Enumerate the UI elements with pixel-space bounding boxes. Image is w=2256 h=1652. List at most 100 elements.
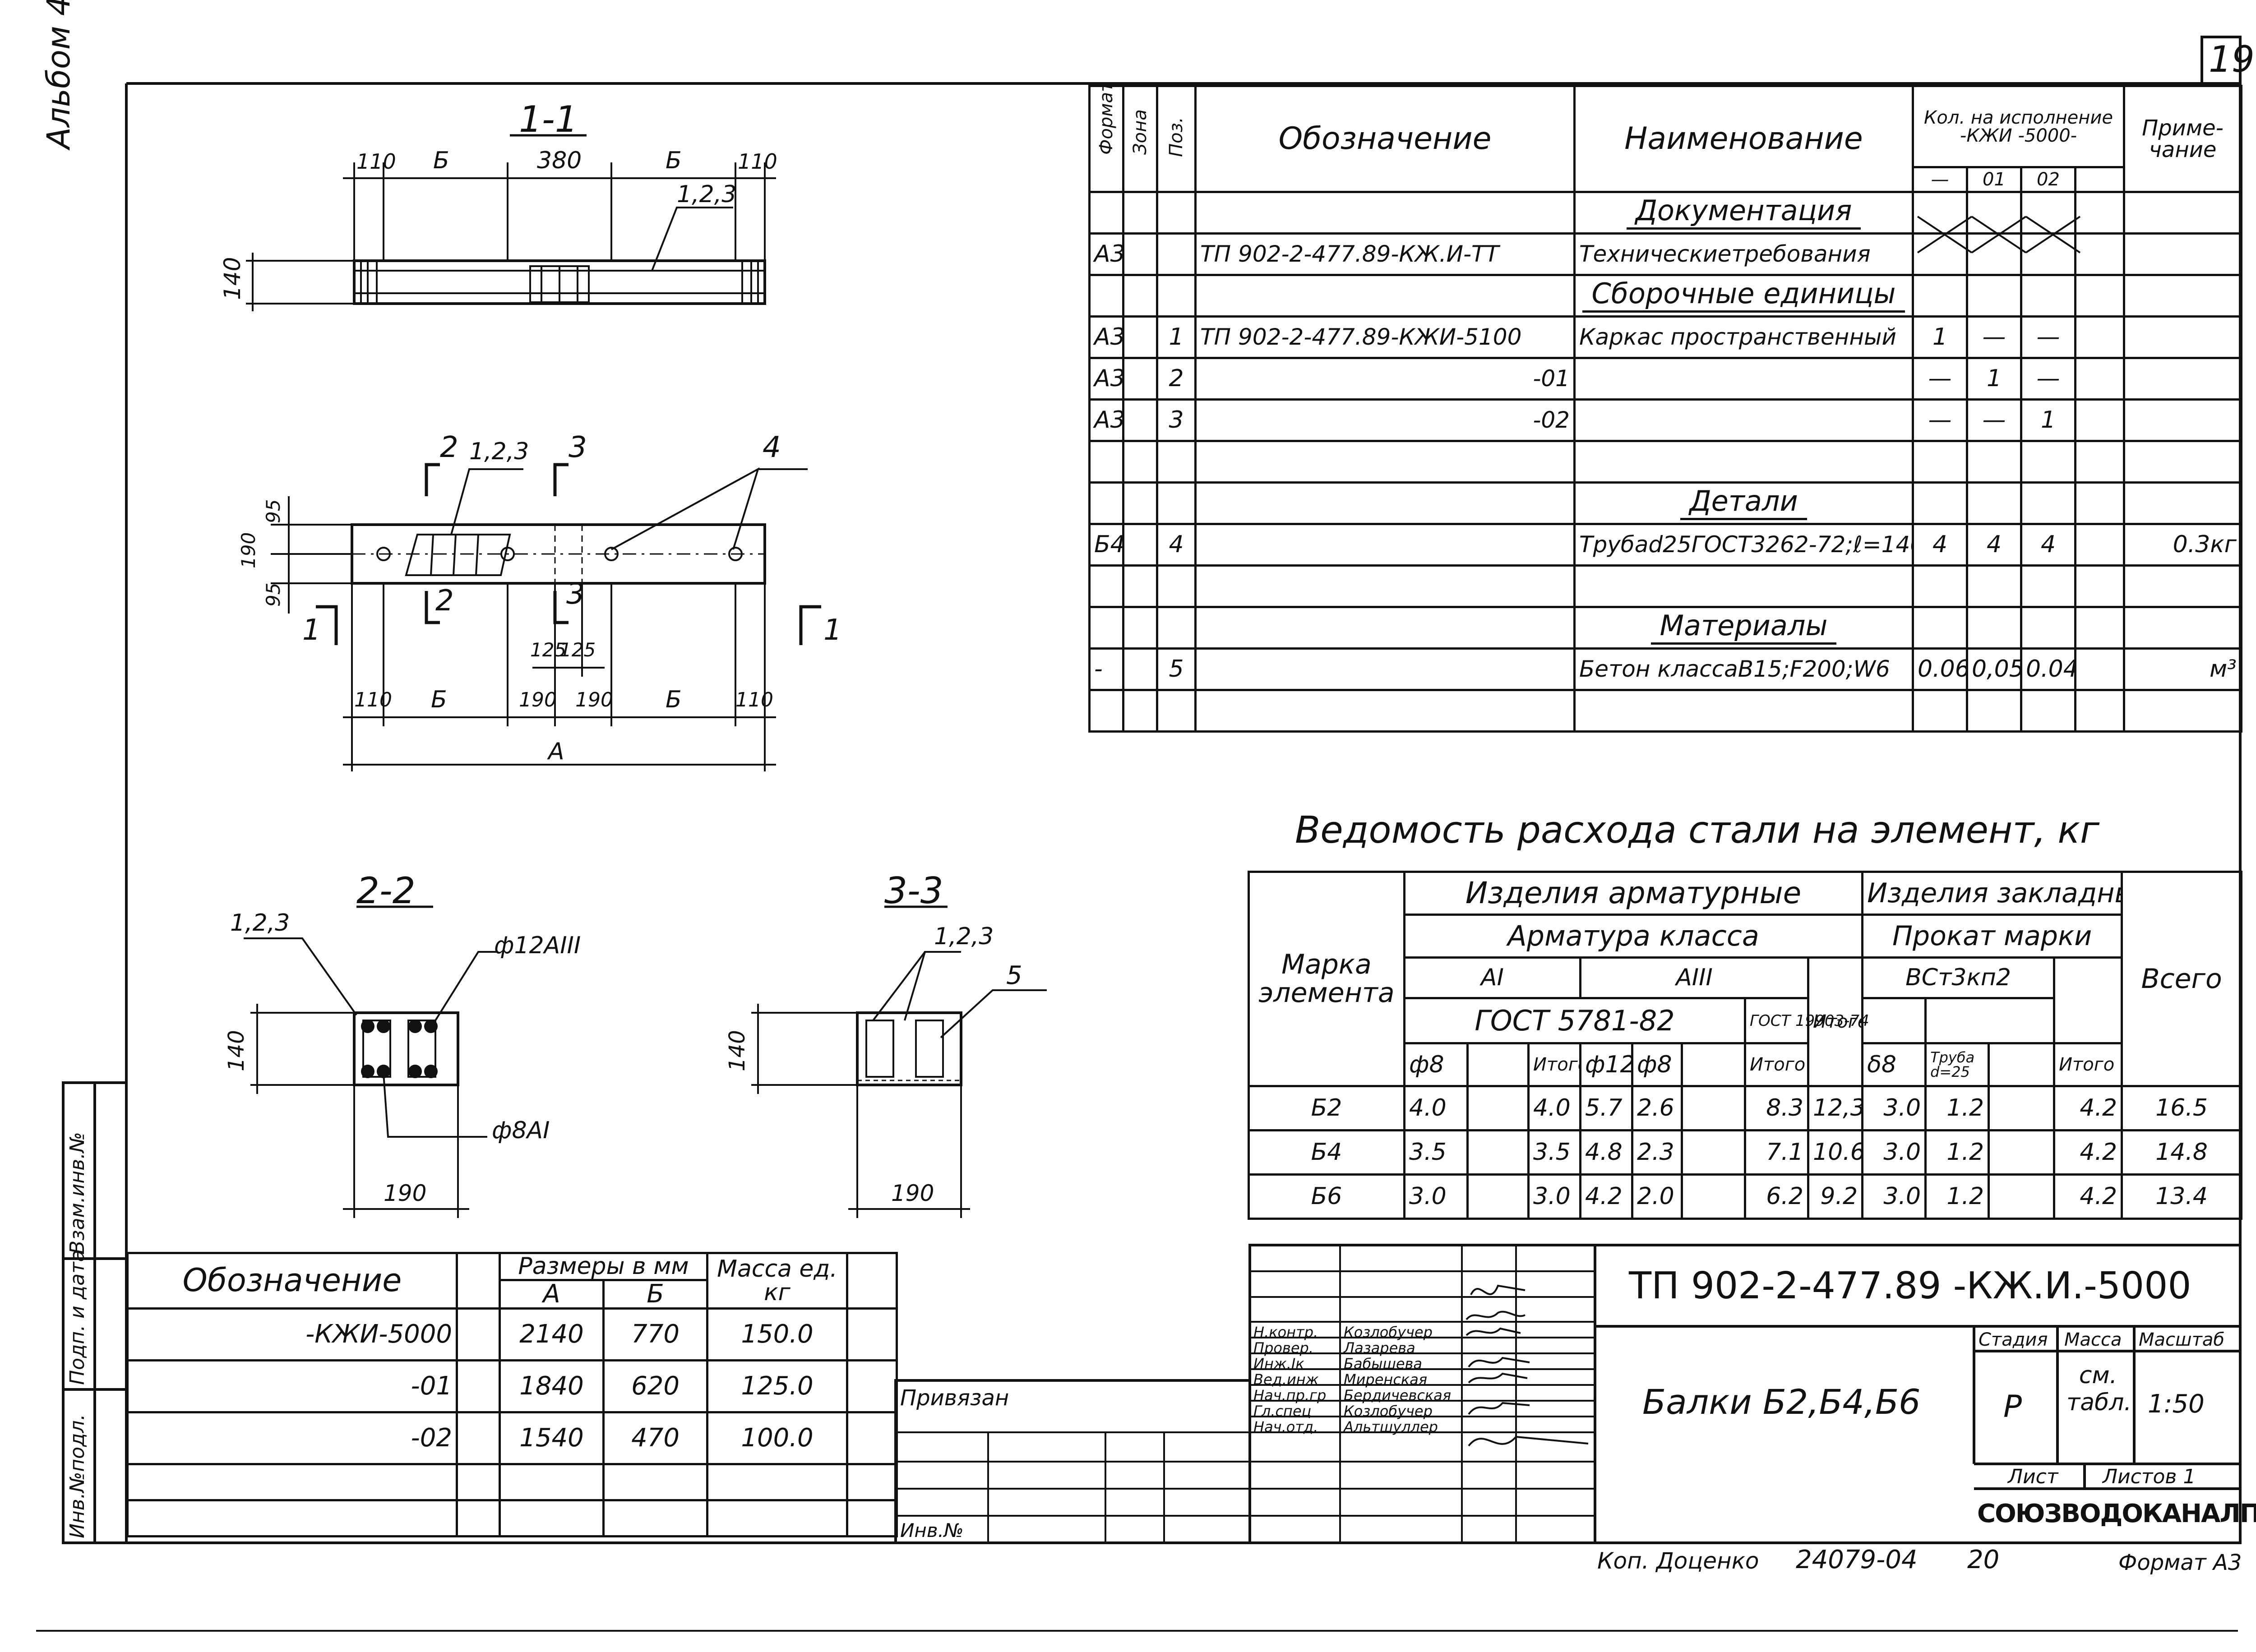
steel-h-all: Всего <box>2121 871 2243 1087</box>
tb-person: Бабышева <box>1344 1355 1422 1372</box>
spec-cell <box>1912 481 1968 525</box>
tb-role: Инж.Iк <box>1253 1355 1304 1372</box>
steel-cell: 4.0 <box>1527 1085 1581 1131</box>
title-block-mass: см. табл. <box>2066 1362 2131 1416</box>
sizes-h-a: А <box>499 1278 605 1310</box>
spec-cell <box>2074 689 2126 733</box>
steel-cell: 3.5 <box>1403 1129 1469 1176</box>
steel-cell: 4.2 <box>1579 1173 1633 1220</box>
spec-cell <box>1573 564 1914 608</box>
steel-h-total-emb: Итого <box>2053 1042 2123 1087</box>
spec-cell <box>2020 689 2076 733</box>
spec-cell <box>1194 274 1576 318</box>
spec-cell: Техническиетребования <box>1573 232 1914 276</box>
steel-cell: 10.6 <box>1807 1129 1864 1176</box>
sizes-table: Обозначение Размеры в мм Масса ед. кг А … <box>126 1251 898 1538</box>
spec-cell <box>1194 647 1576 691</box>
spec-cell <box>1088 440 1124 484</box>
footer-num: 20 <box>1967 1545 2000 1574</box>
spec-cell <box>1122 232 1158 276</box>
spec-cell: 2 <box>1156 357 1197 401</box>
spec-cell: 1 <box>2020 398 2076 442</box>
steel-cell: 3.0 <box>1861 1129 1927 1176</box>
steel-cell: 3.0 <box>1527 1173 1581 1220</box>
spec-cell: м³ <box>2123 647 2243 691</box>
spec-cell <box>1122 606 1158 650</box>
sizes-row-empty <box>126 1499 898 1538</box>
spec-cell <box>1122 564 1158 608</box>
steel-mark: Б4 <box>1248 1129 1405 1176</box>
spec-cell <box>1194 689 1576 733</box>
spec-cell: Детали <box>1573 481 1914 525</box>
spec-cell <box>2020 232 2076 276</box>
title-block-org: СОЮЗВОДОКАНАЛПРОЕКТ <box>1977 1499 2256 1528</box>
spec-cell <box>1122 398 1158 442</box>
spec-cell: А3 <box>1088 315 1124 359</box>
spec-cell <box>1156 689 1197 733</box>
sizes-cell: -01 <box>126 1359 458 1414</box>
s11-dim-1: 110 <box>356 149 396 174</box>
spec-cell <box>1088 274 1124 318</box>
title-block-h-mass: Масса <box>2064 1329 2122 1350</box>
steel-cell: 1.2 <box>1924 1085 1990 1131</box>
spec-cell <box>1122 357 1158 401</box>
title-block-h-scale: Масштаб <box>2139 1329 2225 1350</box>
spec-cell: 4 <box>1912 523 1968 567</box>
spec-cell <box>1912 191 1968 235</box>
spec-cell <box>2074 564 2126 608</box>
page-number-box <box>2201 36 2242 85</box>
spec-row: Материалы <box>1088 606 2243 650</box>
spec-cell <box>1088 481 1124 525</box>
plan-cut-3-bottom: 3 <box>566 577 585 611</box>
spec-cell <box>1573 357 1914 401</box>
plan-left-dim-3: 95 <box>262 582 284 607</box>
spec-cell <box>1194 564 1576 608</box>
steel-cell: 12,3 <box>1807 1085 1864 1131</box>
spec-cell <box>2074 315 2126 359</box>
sizes-row-empty <box>126 1463 898 1502</box>
steel-sub-7: Итого <box>1744 1042 1809 1087</box>
tb-person: Миренская <box>1344 1371 1428 1388</box>
plan-cut-2-top: 2 <box>440 431 458 464</box>
s22-height: 140 <box>224 1030 249 1071</box>
plan-bot-dim-3: 190 <box>519 688 557 711</box>
s33-height: 140 <box>725 1030 750 1071</box>
spec-cell: 4 <box>1966 523 2022 567</box>
spec-cell: А3 <box>1088 232 1124 276</box>
steel-h-gost: ГОСТ 5781-82 <box>1403 997 1746 1044</box>
spec-cell <box>2123 274 2243 318</box>
spec-cell <box>2074 357 2126 401</box>
spec-cell <box>1912 440 1968 484</box>
spec-cell: 0.06 <box>1912 647 1968 691</box>
spec-row: Детали <box>1088 481 2243 525</box>
spec-cell: — <box>1966 315 2022 359</box>
spec-h-q1: 01 <box>1966 166 2022 193</box>
steel-table: Марка элемента Изделия арматурные Издели… <box>1248 871 2243 1220</box>
s11-dim-4: Б <box>666 147 682 174</box>
spec-cell: Материалы <box>1573 606 1914 650</box>
plan-mid-dim-2: 125 <box>559 639 596 661</box>
steel-sub-4: ф12 <box>1579 1042 1633 1087</box>
margin-sign-label: Подп. и дата <box>66 1250 89 1385</box>
steel-mark: Б6 <box>1248 1173 1405 1220</box>
plan-cut-1-right: 1 <box>823 614 842 647</box>
spec-section-title: Сборочные единицы <box>1582 279 1905 313</box>
steel-cell <box>1681 1173 1746 1220</box>
steel-h-gost2: ГОСТ 19903-74 <box>1743 997 1927 1044</box>
s11-callout: 1,2,3 <box>677 181 737 208</box>
spec-cell: — <box>1912 357 1968 401</box>
spec-cell: 0.04 <box>2020 647 2076 691</box>
s33-callout-5: 5 <box>1006 961 1022 990</box>
steel-h-vst: ВСт3кп2 <box>1861 956 2056 999</box>
spec-h-note: Приме- чание <box>2123 85 2243 193</box>
spec-cell: 4 <box>1156 523 1197 567</box>
spec-cell: 5 <box>1156 647 1197 691</box>
steel-sub-1: ф8 <box>1403 1042 1469 1087</box>
spec-cell <box>1966 274 2022 318</box>
spec-cell <box>1966 232 2022 276</box>
footer-code: 24079-04 <box>1796 1545 1918 1574</box>
sizes-cell: 1840 <box>499 1359 605 1414</box>
